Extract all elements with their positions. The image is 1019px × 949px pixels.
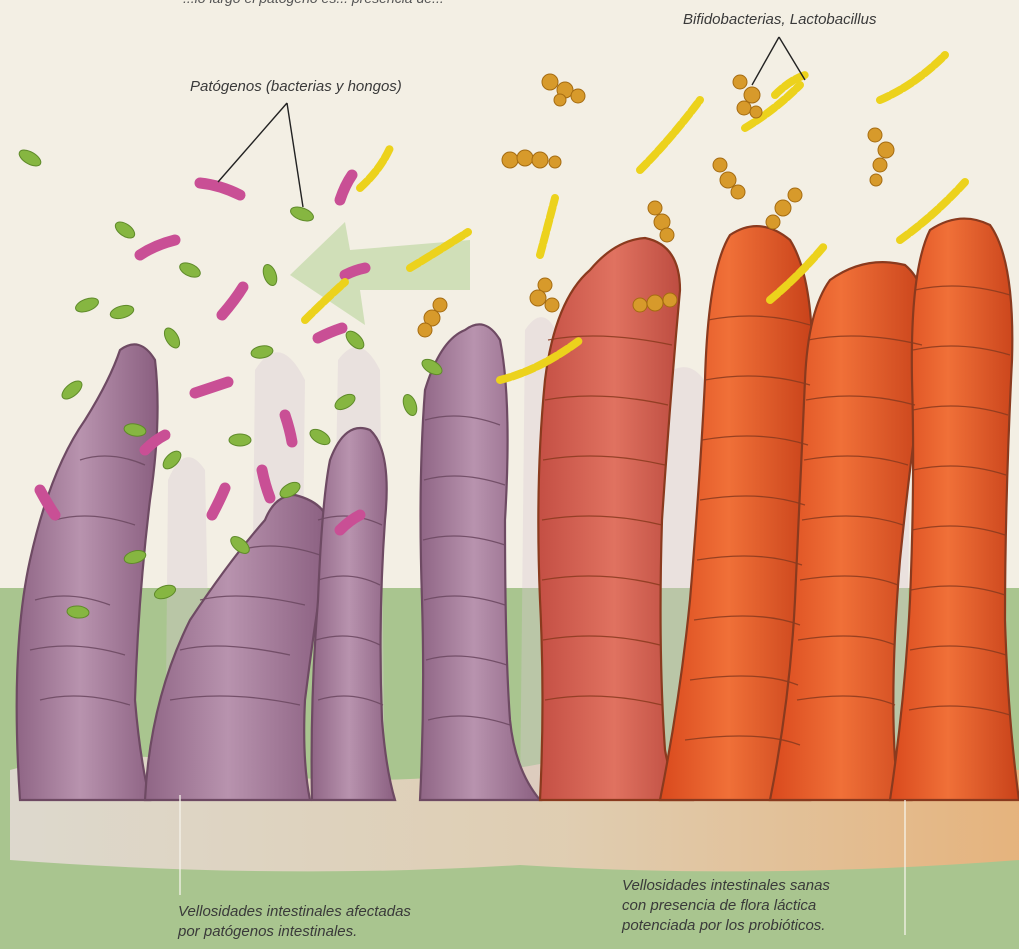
healthy-caption-line-1: Vellosidades intestinales sanas	[622, 876, 830, 896]
affected-caption-line-1: Vellosidades intestinales afectadas	[178, 902, 411, 922]
top-caption: ...lo largo el patógeno es... presencia …	[183, 0, 444, 8]
healthy-caption-line-2: con presencia de flora láctica	[622, 896, 830, 916]
healthy-villi-caption: Vellosidades intestinales sanas con pres…	[622, 876, 830, 936]
healthy-caption-line-3: potenciada por los probióticos.	[622, 916, 830, 936]
affected-villi-caption: Vellosidades intestinales afectadas por …	[178, 902, 411, 942]
affected-caption-line-2: por patógenos intestinales.	[178, 922, 411, 942]
bifidobacteria-label: Bifidobacterias, Lactobacillus	[683, 10, 876, 30]
healthy-villi	[538, 219, 1019, 800]
pathogens-label: Patógenos (bacterias y hongos)	[190, 77, 402, 97]
